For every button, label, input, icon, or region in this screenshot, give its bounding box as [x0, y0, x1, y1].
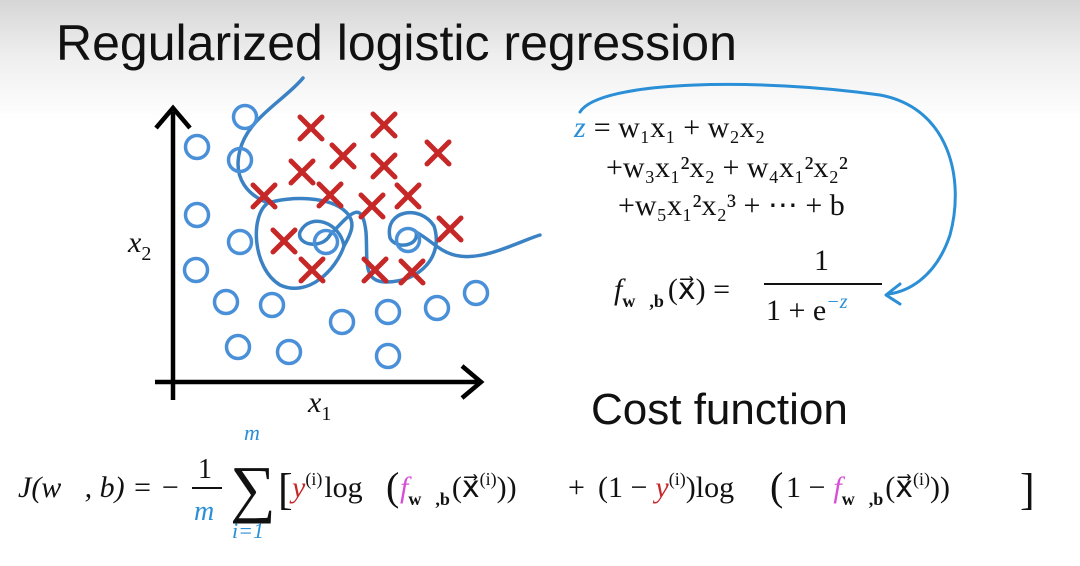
cross-point — [370, 111, 398, 139]
cross-point — [288, 158, 316, 186]
cost-y-term-1: y(i)log — [289, 469, 363, 504]
circle-point — [462, 279, 490, 307]
model-equations: z= w₁x₁ + w₂x₂ +w₃x₁²x₂ + w₄x₁²x₂² +w₅x₁… — [573, 82, 957, 327]
cost-frac-num: 1 — [198, 454, 212, 485]
cross-point — [361, 256, 389, 284]
cross-point — [250, 182, 278, 210]
circle-point — [374, 298, 402, 326]
y-axis-label: x2 — [127, 226, 151, 265]
circle-point — [183, 201, 211, 229]
circle-point — [226, 228, 254, 256]
scatter-plot: x1 x2 — [127, 76, 542, 425]
sigmoid-lhs: fw⃗,b(x⃗) = — [614, 273, 730, 311]
cross-point — [436, 215, 464, 243]
sum-upper-limit: m — [244, 420, 260, 445]
decision-boundary-lower-lobe — [266, 196, 354, 248]
cost-lhs: J(w⃗, b) = − — [18, 471, 180, 504]
sum-lower-limit: i=1 — [232, 518, 264, 543]
x-axis-label: x1 — [307, 386, 331, 425]
sigmoid-denominator: 1 + e−z — [766, 291, 848, 327]
cross-point — [398, 258, 426, 286]
cost-open-paren-2: ( — [770, 464, 783, 509]
circle-point — [212, 288, 240, 316]
circle-point — [328, 308, 356, 336]
cross-point — [370, 152, 398, 180]
z-link-arrow — [578, 82, 957, 296]
circle-point — [312, 228, 340, 256]
cost-one-minus-y: (1 −y(i))log — [598, 469, 734, 504]
cost-close-bracket: ] — [1020, 465, 1035, 514]
cost-open-bracket: [ — [278, 465, 293, 514]
x-axis-arrowhead — [460, 364, 485, 400]
circle-point — [275, 338, 303, 366]
cost-f-term-2: 1 −fw⃗,b(x⃗(i))) — [786, 469, 950, 509]
sum-symbol: ∑ — [230, 453, 276, 524]
cross-point — [270, 227, 298, 255]
circle-point — [226, 146, 254, 174]
cross-points — [250, 111, 464, 286]
cost-frac-den: m — [194, 496, 214, 527]
circle-point — [183, 133, 211, 161]
circle-point — [394, 226, 422, 254]
z-link-arrowhead — [884, 282, 902, 306]
cost-function-heading: Cost function — [591, 385, 848, 434]
circle-point — [224, 333, 252, 361]
cross-point — [297, 114, 325, 142]
circle-point — [423, 294, 451, 322]
z-equation-line-2: +w₃x₁²x₂ + w₄x₁²x₂² — [606, 151, 848, 184]
circle-points — [182, 103, 490, 370]
z-equation-line-1: z= w₁x₁ + w₂x₂ — [573, 111, 765, 144]
cross-point — [394, 182, 422, 210]
sigmoid-numerator: 1 — [814, 244, 829, 277]
cross-point — [329, 142, 357, 170]
cross-point — [298, 256, 326, 284]
cost-equation: J(w⃗, b) = − 1 m m ∑ i=1 [ y(i)log ( fw⃗… — [18, 420, 1035, 543]
circle-point — [374, 342, 402, 370]
decision-boundary — [236, 76, 542, 290]
cross-point — [424, 139, 452, 167]
slide-title: Regularized logistic regression — [56, 15, 737, 71]
cost-open-paren-1: ( — [386, 464, 399, 509]
circle-point — [258, 291, 286, 319]
cost-plus: + — [568, 471, 585, 504]
z-equation-line-3: +w₅x₁²x₂³ + ⋯ + b — [618, 189, 845, 222]
cross-point — [316, 181, 344, 209]
circle-point — [182, 256, 210, 284]
circle-point — [231, 103, 259, 131]
cross-point — [358, 192, 386, 220]
y-axis-arrowhead — [154, 104, 192, 130]
cost-f-term-1: fw⃗,b(x⃗(i))) — [400, 469, 517, 509]
